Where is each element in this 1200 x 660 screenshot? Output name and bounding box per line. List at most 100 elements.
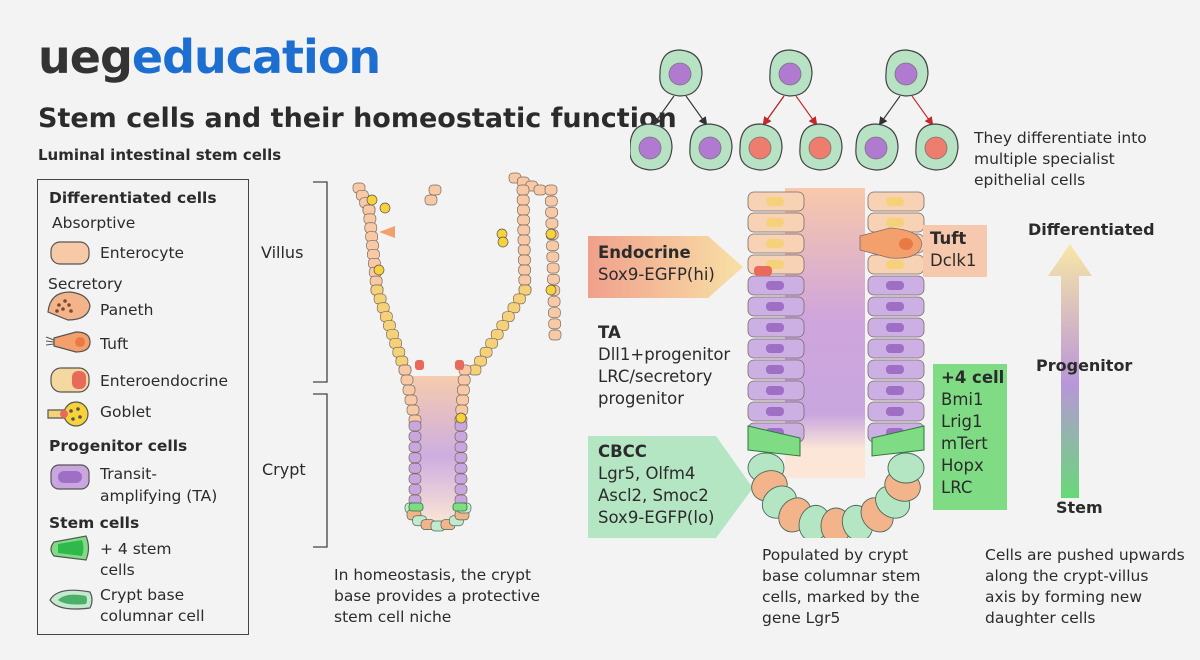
ta-marker: progenitor bbox=[598, 389, 685, 408]
ta-cell bbox=[408, 431, 422, 442]
endocrine-title: Endocrine bbox=[598, 243, 691, 262]
enterocyte-cell bbox=[548, 329, 562, 341]
daughter-cell-nucleus bbox=[924, 136, 948, 160]
enterocyte-cell bbox=[398, 364, 412, 376]
enterocyte-cell bbox=[363, 213, 377, 225]
enterocyte-cell bbox=[364, 222, 378, 234]
left-column-cell-nucleus bbox=[766, 323, 784, 332]
ta-cell bbox=[454, 473, 468, 485]
enterocyte-cell bbox=[547, 273, 560, 285]
enterocyte-cell bbox=[366, 240, 379, 251]
enterocyte-cell bbox=[548, 318, 562, 330]
enterocyte-cell bbox=[518, 284, 532, 296]
enterocyte-cell bbox=[516, 194, 530, 206]
logo-ueg: ueg bbox=[38, 30, 133, 84]
left-column-cell-nucleus bbox=[766, 281, 784, 290]
goblet-cell bbox=[366, 194, 378, 206]
gradient-arrow bbox=[1048, 244, 1092, 498]
legend-stem-heading: Stem cells bbox=[49, 514, 140, 532]
enterocyte-cell bbox=[501, 311, 515, 323]
parent-cell-nucleus bbox=[778, 62, 802, 86]
enterocyte-cell bbox=[548, 307, 561, 319]
plus4-title: +4 cell bbox=[941, 368, 1005, 387]
division-arrow bbox=[795, 95, 818, 126]
legend-cbc-line1: Crypt base bbox=[100, 586, 185, 604]
plus4-closeup-cell bbox=[871, 425, 925, 457]
crypt-caption-line: base provides a protective bbox=[334, 587, 541, 605]
daughter-cell-nucleus bbox=[638, 136, 662, 160]
right-column-cell-nucleus bbox=[886, 260, 904, 269]
endocrine-callout: Endocrine Sox9-EGFP(hi) bbox=[598, 242, 715, 286]
enterocyte-cell bbox=[517, 234, 531, 246]
axis-bottom-label: Stem bbox=[1056, 498, 1103, 517]
ta-marker: LRC/secretory bbox=[598, 367, 713, 386]
crypt-label: Crypt bbox=[262, 460, 306, 479]
enterocyte-cell bbox=[490, 329, 504, 340]
enterocyte-cell bbox=[457, 374, 471, 386]
ta-cell bbox=[454, 452, 468, 464]
legend-plus4-line2: cells bbox=[100, 561, 135, 579]
tuft-closeup-nucleus bbox=[899, 238, 913, 250]
crypt-caption-line: In homeostasis, the crypt bbox=[334, 566, 532, 584]
left-column-cell-nucleus bbox=[766, 239, 784, 248]
axis-top-label: Differentiated bbox=[1028, 220, 1155, 239]
plus4-marker: Bmi1 bbox=[941, 390, 984, 409]
enterocyte-cell bbox=[456, 394, 469, 406]
enterocyte-cell bbox=[362, 204, 376, 216]
enterocyte-cell bbox=[513, 293, 526, 305]
endocrine-marker: Sox9-EGFP(hi) bbox=[598, 265, 715, 284]
division-arrow bbox=[911, 95, 934, 126]
left-column-cell-nucleus bbox=[766, 407, 784, 416]
enterocyte-cell bbox=[547, 296, 561, 307]
enteroendocrine-cell bbox=[415, 360, 424, 370]
right-column-cell-nucleus bbox=[886, 302, 904, 311]
crypt-caption-line: stem cell niche bbox=[334, 608, 452, 626]
left-column-cell-nucleus bbox=[766, 197, 784, 206]
ta-callout: TA Dll1+progenitor LRC/secretory progeni… bbox=[598, 322, 730, 410]
crypt-caption: In homeostasis, the crypt base provides … bbox=[334, 565, 540, 628]
crypt-bracket bbox=[313, 393, 328, 548]
enterocyte-cell bbox=[406, 404, 420, 416]
right-column-cell-nucleus bbox=[886, 281, 904, 290]
enterocyte-cell bbox=[517, 204, 530, 216]
enterocyte-cell bbox=[474, 355, 487, 367]
diff-note-line: multiple specialist bbox=[974, 150, 1115, 168]
pushed-line: daughter cells bbox=[985, 609, 1096, 627]
populated-line: gene Lgr5 bbox=[762, 609, 841, 627]
enterocyte-cell bbox=[400, 374, 414, 386]
plus4-marker: mTert bbox=[941, 434, 988, 453]
enterocyte-cell bbox=[517, 244, 531, 256]
plus4-callout-bg bbox=[933, 364, 1007, 510]
populated-line: base columnar stem bbox=[762, 567, 921, 585]
paneth-icon bbox=[47, 291, 91, 321]
enterocyte-cell bbox=[404, 394, 418, 406]
parent-cell-nucleus bbox=[668, 62, 692, 86]
endocrine-callout-shape bbox=[588, 236, 743, 298]
legend-progenitor-heading: Progenitor cells bbox=[49, 437, 188, 455]
ta-cell bbox=[408, 473, 422, 485]
legend-plus4-line1: + 4 stem bbox=[100, 540, 172, 558]
enterocyte-cell bbox=[507, 302, 521, 314]
pushed-line: Cells are pushed upwards bbox=[985, 546, 1185, 564]
goblet-cell bbox=[455, 412, 467, 424]
right-column-cell-nucleus bbox=[886, 386, 904, 395]
left-column-cell-nucleus bbox=[766, 260, 784, 269]
ta-cell bbox=[408, 462, 422, 474]
cbcc-title: CBCC bbox=[598, 442, 647, 461]
enterocyte-cell bbox=[402, 384, 416, 396]
populated-line: cells, marked by the bbox=[762, 588, 920, 606]
legend-goblet: Goblet bbox=[100, 403, 152, 421]
legend-cbc-line2: columnar cell bbox=[100, 607, 205, 625]
division-arrow bbox=[762, 95, 785, 126]
enterocyte-cell bbox=[383, 320, 396, 331]
plus4-marker: LRC bbox=[941, 478, 973, 497]
legend-enteroendocrine: Enteroendocrine bbox=[100, 372, 228, 390]
ta-cell bbox=[408, 452, 422, 464]
enterocyte-cell bbox=[386, 329, 399, 340]
daughter-cell-nucleus bbox=[748, 136, 772, 160]
epithelium-cells bbox=[352, 172, 562, 532]
diff-note-line: epithelial cells bbox=[974, 171, 1086, 189]
cbcc-callout-shape bbox=[588, 436, 753, 538]
enterocyte-cell bbox=[516, 184, 530, 196]
enterocyte-cell bbox=[367, 249, 380, 260]
